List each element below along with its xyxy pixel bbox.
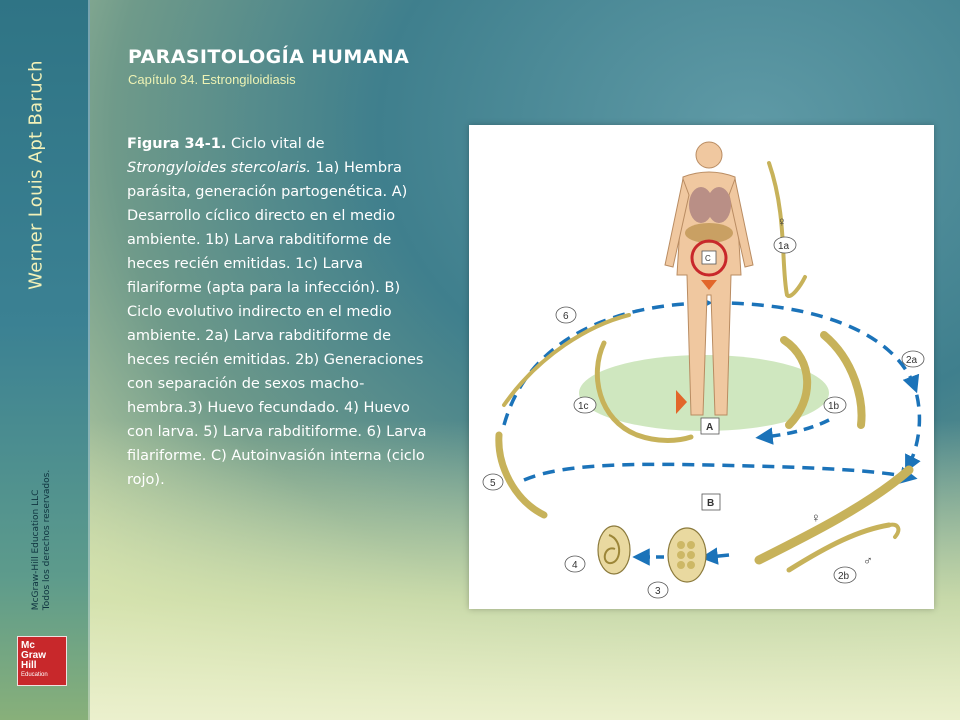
page-title: PARASITOLOGÍA HUMANA	[128, 46, 410, 68]
caption-text-a: Ciclo vital de	[226, 136, 325, 152]
caption-figure-label: Figura 34-1.	[127, 136, 227, 152]
chapter-subtitle: Capítulo 34. Estrongiloidiasis	[128, 72, 296, 87]
label-4-text: 4	[572, 560, 578, 571]
autoinvasion-cycle	[690, 239, 728, 277]
label-2b: 2b	[833, 566, 857, 584]
figure-caption: Figura 34-1. Ciclo vital de Strongyloide…	[127, 132, 427, 492]
worm-1a	[767, 161, 807, 298]
label-2a: 2a	[901, 350, 925, 368]
publisher-line: McGraw-Hill Education LLC	[31, 489, 41, 611]
internal-organs	[685, 187, 733, 243]
egg-3-cells	[677, 541, 695, 569]
worm-1c	[594, 340, 694, 443]
label-c-box	[701, 250, 717, 265]
worm-2a	[820, 331, 866, 429]
label-c: C	[705, 254, 711, 263]
label-A-text: A	[706, 422, 713, 433]
life-cycle-figure: C 1a ♀ 6 2a	[469, 125, 934, 609]
label-1b-text: 1b	[828, 401, 840, 412]
author-name: Werner Louis Apt Baruch	[25, 60, 47, 290]
egg-4	[597, 525, 631, 575]
label-1c-text: 1c	[578, 401, 589, 412]
label-1b: 1b	[823, 396, 847, 414]
publisher-logo: Mc Graw Hill Education	[17, 636, 67, 686]
rights-line: Todos los derechos reservados.	[42, 469, 52, 611]
logo-line: Education	[21, 672, 48, 678]
caption-text-b: 1a) Hembra parásita, generación partogen…	[127, 160, 427, 488]
label-A: A	[700, 417, 720, 435]
male-symbol-2b: ♂	[863, 553, 873, 568]
worm-6	[502, 313, 631, 407]
female-symbol-2b: ♀	[811, 510, 821, 525]
egg-4-larva	[603, 534, 621, 565]
side-marker	[676, 390, 687, 414]
label-2a-text: 2a	[906, 355, 918, 366]
cycle-b-arrow	[523, 462, 918, 484]
label-3: 3	[647, 581, 669, 599]
chapter-label: Capítulo 34.	[128, 72, 199, 87]
label-1a-text: 1a	[778, 241, 790, 252]
sidebar: Werner Louis Apt Baruch McGraw-Hill Educ…	[0, 0, 90, 720]
label-5-text: 5	[490, 478, 496, 489]
label-6-text: 6	[563, 311, 569, 322]
label-3-text: 3	[655, 586, 661, 597]
female-symbol: ♀	[777, 214, 787, 229]
worm-2b-male	[786, 522, 892, 573]
label-B-text: B	[707, 498, 714, 509]
worm-2b-female	[754, 465, 914, 565]
label-6: 6	[555, 306, 577, 324]
label-B: B	[701, 493, 721, 511]
logo-line: Hill	[21, 660, 37, 671]
worm-1b	[780, 336, 812, 429]
egg-sequence-arrow	[700, 547, 730, 565]
copyright-notice: McGraw-Hill Education LLC Todos los dere…	[31, 470, 53, 610]
cycle-a-arrow	[502, 294, 922, 473]
down-marker	[701, 280, 717, 290]
label-4: 4	[564, 555, 586, 573]
return-arrow	[755, 418, 830, 445]
logo-line: Graw	[21, 650, 47, 661]
label-2b-text: 2b	[838, 571, 850, 582]
chapter-topic: Estrongiloidiasis	[201, 72, 296, 87]
worm-2b-male-tip	[887, 522, 901, 539]
logo-line: Mc	[21, 640, 35, 651]
caption-species: Strongyloides stercolaris.	[127, 160, 311, 176]
label-5: 5	[482, 473, 504, 491]
worm-5	[495, 431, 548, 519]
label-1a: 1a	[773, 236, 797, 254]
label-1c: 1c	[573, 396, 597, 414]
life-cycle-diagram: C 1a ♀ 6 2a	[482, 141, 925, 599]
